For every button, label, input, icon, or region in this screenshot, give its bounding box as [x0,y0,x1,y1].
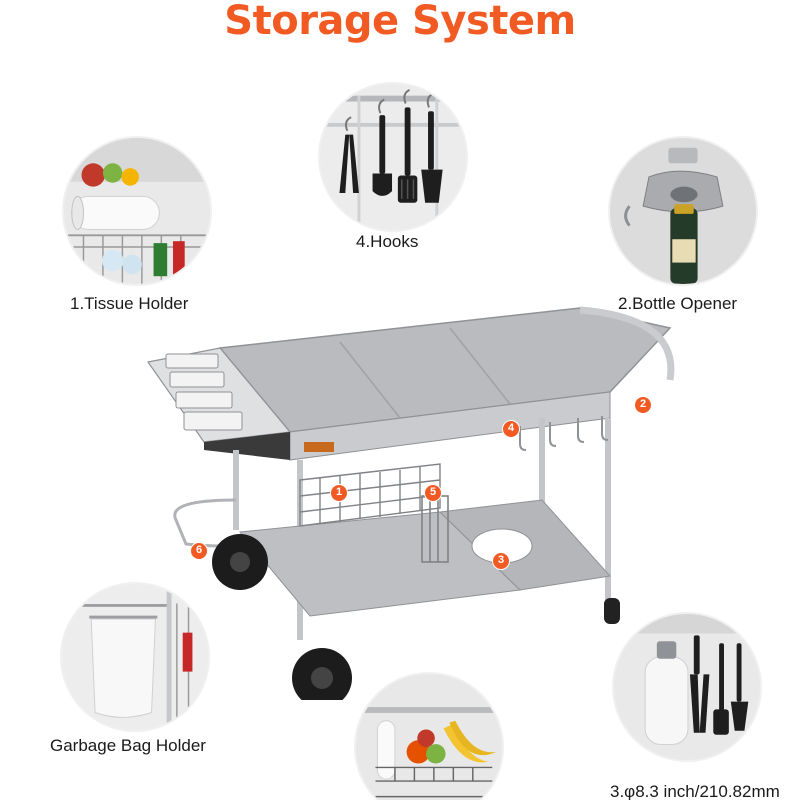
cart-illustration [140,300,700,700]
badge-5: 5 [424,484,442,502]
bottle-opener-caption: 2.Bottle Opener [618,294,738,313]
badge-1: 1 [330,484,348,502]
badge-3: 3 [492,552,510,570]
garbage-bag-holder-caption: Garbage Bag Holder [50,736,206,755]
tank-hole-photo [612,612,762,762]
hooks-photo [318,82,468,232]
fruit-basket-photo [354,672,504,800]
tissue-holder-caption: 1.Tissue Holder [70,294,189,313]
tissue-holder-photo [62,136,212,286]
page-title: Storage System [224,0,576,44]
badge-6: 6 [190,542,208,560]
bottle-opener-photo [608,136,758,286]
badge-2: 2 [634,396,652,414]
tank-hole-caption: 3.φ8.3 inch/210.82mm [610,782,780,800]
hooks-caption: 4.Hooks [356,232,419,251]
garbage-bag-holder-photo [60,582,210,732]
badge-4: 4 [502,420,520,438]
